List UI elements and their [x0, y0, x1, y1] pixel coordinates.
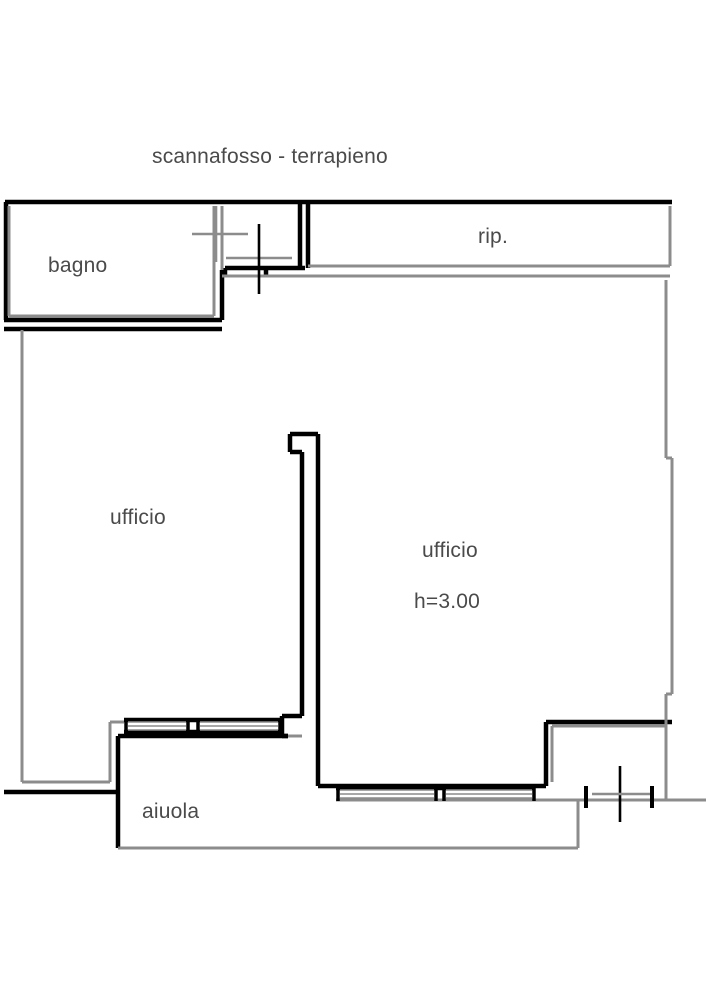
room-label-ufficio-left: ufficio [110, 506, 166, 529]
room-label-aiuola: aiuola [142, 800, 199, 823]
window-jamb-group [124, 719, 536, 801]
door-tick-group [584, 786, 654, 808]
window-symbol-group [128, 721, 532, 799]
room-label-rip: rip. [478, 225, 508, 248]
heavy-wall-group [3, 199, 672, 848]
plan-title: scannafosso - terrapieno [152, 145, 388, 168]
room-label-ceiling-height: h=3.00 [414, 590, 480, 613]
light-wall-group [7, 206, 706, 850]
room-label-bagno: bagno [48, 254, 107, 277]
crosshair-group [192, 206, 650, 822]
room-label-ufficio-right: ufficio [422, 539, 478, 562]
